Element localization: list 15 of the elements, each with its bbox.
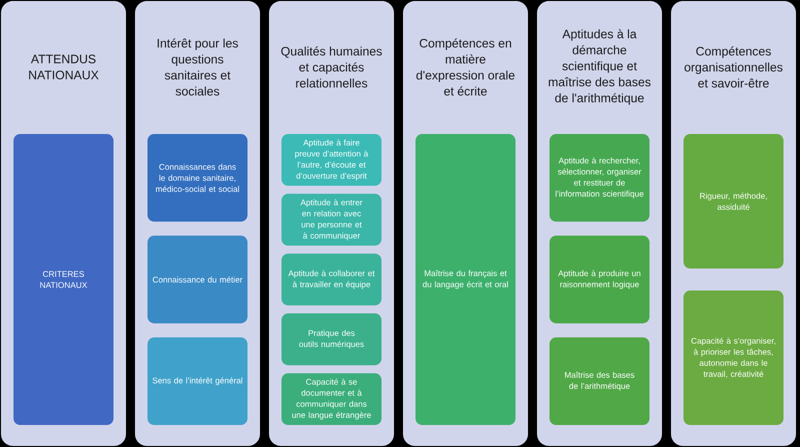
criterion-box: Connaissance du métier bbox=[148, 236, 248, 324]
criterion-box: Rigueur, méthode, assiduité bbox=[684, 134, 784, 268]
criterion-box: Maîtrise du français et du langage écrit et oral bbox=[416, 134, 516, 425]
criterion-box: Aptitude à entrer en relation avec une personne et à communiquer bbox=[282, 194, 382, 246]
criterion-box: Aptitude à faire preuve d’attention à l’autre, d’écoute et d’ouverture d’esprit bbox=[282, 134, 382, 186]
criterion-box: CRITERES NATIONAUX bbox=[14, 134, 114, 425]
criterion-box: Aptitude à rechercher, sélectionner, organiser et restituer de l’information scientifique bbox=[550, 134, 650, 222]
criterion-box: Connaissances dans le domaine sanitaire, médico-social et social bbox=[148, 134, 248, 222]
criterion-box: Capacité à s’organiser, à prioriser les tâches, autonomie dans le travail, créativité bbox=[684, 290, 784, 425]
criterion-box: Pratique des outils numériques bbox=[282, 313, 382, 366]
criterion-box: Sens de l’intérêt général bbox=[148, 337, 248, 425]
criterion-box: Aptitude à collaborer et à travailler en équipe bbox=[282, 254, 382, 306]
criterion-box: Maîtrise des bases de l’arithmétique bbox=[550, 337, 650, 425]
criterion-box: Capacité à se documenter et à communiquer dans une langue étrangère bbox=[282, 373, 382, 425]
criterion-box: Aptitude à produire un raisonnement logique bbox=[550, 236, 650, 324]
